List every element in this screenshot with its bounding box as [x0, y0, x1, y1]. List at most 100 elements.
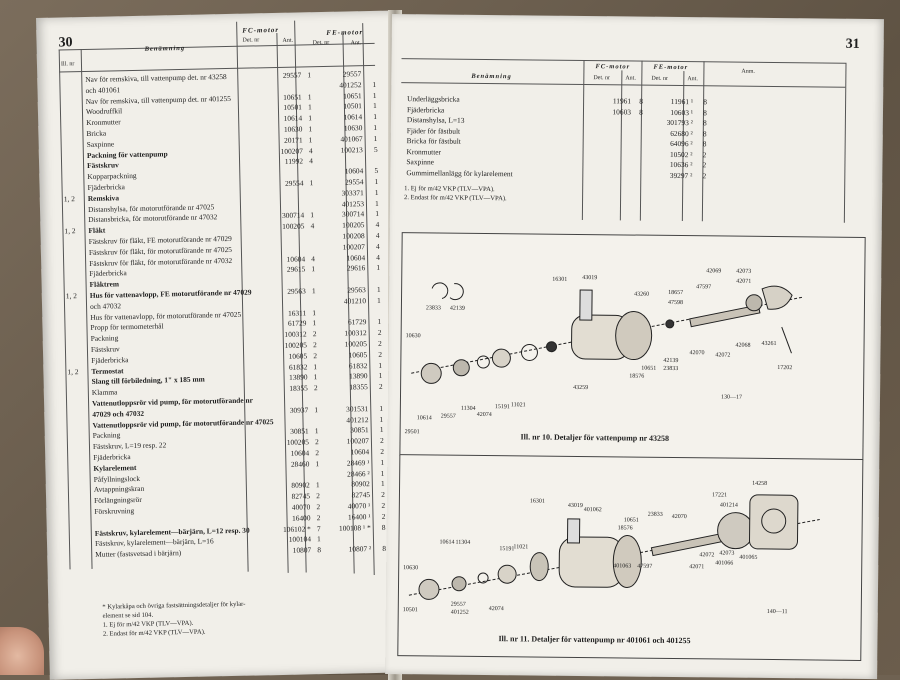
fe-ant-cell: 1 — [371, 263, 385, 272]
fe-ant-cell: 1 — [368, 123, 382, 132]
fc-ant-cell: 1 — [304, 92, 316, 101]
part-number-label: 15191 — [499, 546, 514, 552]
left-page: 30 FC-motor FE-motor Benämning Ill. nr D… — [36, 10, 416, 680]
fc-ant-cell: 7 — [313, 524, 325, 533]
fc-ant-header: Ant. — [625, 75, 636, 81]
right-page: 31 Benämning FC-motor FE-motor Det. nr A… — [385, 14, 884, 679]
fc-det-nr-cell: 100104 — [277, 535, 311, 545]
part-number-label: 47597 — [637, 564, 652, 570]
part-name-cell: Gummimellanlägg för kylarelement — [406, 168, 594, 179]
part-number-label: 42068 — [736, 343, 751, 349]
left-parts-table: Nav för remskiva, till vattenpump det. n… — [57, 68, 407, 565]
fc-ant-cell: 1 — [305, 135, 317, 144]
fc-ant-cell: 1 — [308, 308, 320, 317]
fc-ant-cell: 1 — [312, 480, 324, 489]
fe-det-nr-cell: 11961 ¹ — [653, 97, 693, 106]
fc-det-nr-cell: 10614 — [268, 114, 302, 124]
fc-ant-cell: 1 — [304, 113, 316, 122]
fe-det-nr-header: Det. nr — [651, 76, 668, 82]
fc-det-nr-cell: 16400 — [276, 513, 310, 523]
fc-det-nr-cell — [272, 297, 306, 298]
part-number-label: 15191 — [495, 404, 510, 410]
fc-det-nr-cell — [267, 81, 301, 82]
fe-det-nr-cell: 18355 — [326, 382, 368, 392]
ill-nr-cell: 1, 2 — [67, 367, 89, 376]
part-number-label: 42071 — [689, 564, 704, 570]
part-number-label: 43259 — [573, 385, 588, 391]
part-number-label: 42139 — [663, 358, 678, 364]
fc-det-nr-cell: 10807 — [277, 546, 311, 556]
fe-det-nr-cell: 10614 — [320, 112, 362, 122]
ill-nr-cell: 1, 2 — [64, 226, 86, 235]
part-number-label: 43260 — [634, 292, 649, 298]
fc-ant-cell: 1 — [308, 286, 320, 295]
fe-det-nr-cell: 100213 — [321, 145, 363, 155]
fe-ant-cell: 1 — [373, 371, 387, 380]
fc-ant-cell: 1 — [313, 534, 325, 543]
ill-nr-cell: 1, 2 — [64, 194, 86, 203]
fc-det-nr-cell: 100205 — [270, 222, 304, 232]
part-number-label: 43019 — [582, 275, 597, 281]
fc-ant-cell: 4 — [305, 146, 317, 155]
benamning-header: Benämning — [471, 73, 512, 80]
fe-ant-header: Ant. — [687, 76, 698, 82]
fe-ant-cell: 1 — [370, 198, 384, 207]
fe-ant-cell: 5 — [369, 166, 383, 175]
part-number-label: 43261 — [762, 341, 777, 347]
fc-det-nr-cell: 20171 — [269, 135, 303, 145]
fc-det-nr-cell — [274, 394, 308, 395]
part-name-cell: Kronmutter — [407, 147, 595, 158]
part-number-label: 42073 — [736, 269, 751, 275]
fc-det-nr-cell: 100205 — [275, 438, 309, 448]
header-bottom-line — [401, 82, 845, 88]
part-number-label: 17202 — [777, 365, 792, 371]
fe-det-nr-cell: 29616 — [323, 264, 365, 274]
fe-det-nr-cell: 10502 ² — [653, 149, 693, 158]
fe-det-nr-cell: 301531 — [326, 404, 368, 414]
footnote: 2. Endast för m/42 VKP (TLV—VPA). — [404, 193, 507, 203]
fe-det-nr-cell: 401253 — [322, 199, 364, 209]
part-number-label: 29557 — [451, 602, 466, 608]
fe-ant-cell: 5 — [369, 144, 383, 153]
part-number-label: 29501 — [405, 429, 420, 435]
fe-det-nr-cell — [329, 533, 371, 534]
part-number-label: 42072 — [715, 352, 730, 358]
fc-det-nr-cell — [276, 470, 310, 471]
part-name-cell: Fjäder för fästbult — [407, 126, 595, 137]
part-number-label: 42074 — [477, 412, 492, 418]
ill-nr-header: Ill. nr — [61, 61, 74, 67]
fc-det-nr-cell: 30851 — [275, 427, 309, 437]
fe-det-nr-cell — [326, 393, 368, 394]
part-number-label: 23833 — [663, 366, 678, 372]
fc-det-nr-cell: 11992 — [269, 157, 303, 167]
part-number-label: 42073 — [719, 550, 734, 556]
fc-det-nr-cell — [270, 189, 304, 190]
part-number-label: 10630 — [403, 565, 418, 571]
figure-code: 140—11 — [767, 609, 788, 615]
fe-ant-cell: 1 — [368, 101, 382, 110]
fc-det-nr-cell: 10651 — [268, 92, 302, 102]
right-footnotes: 1. Ej för m/42 VKP (TLV—VPA). 2. Endast … — [404, 184, 507, 203]
fc-det-nr-cell: 100312 — [273, 330, 307, 340]
fc-det-nr-cell — [271, 243, 305, 244]
fc-ant-cell: 1 — [306, 211, 318, 220]
fe-det-nr-cell: 29563 — [324, 285, 366, 295]
fe-ant-cell: 1 — [367, 80, 381, 89]
fe-ant-cell: 1 — [369, 177, 383, 186]
fc-ant-header: Ant. — [282, 38, 293, 44]
fc-det-nr-cell: 10604 — [271, 254, 305, 264]
fe-det-nr-cell: 64096 ² — [653, 139, 693, 148]
fc-det-nr-cell: 300714 — [270, 211, 304, 221]
part-number-label: 18576 — [618, 525, 633, 531]
part-number-label: 42071 — [736, 279, 751, 285]
fe-ant-cell: 4 — [371, 231, 385, 240]
part-number-label: 10614 — [417, 415, 432, 421]
fe-ant-cell: 8 — [697, 97, 713, 106]
fc-ant-cell: 2 — [309, 351, 321, 360]
part-number-label: 42070 — [689, 350, 704, 356]
part-number-label: 401214 — [720, 502, 738, 508]
fe-det-nr-cell: 13890 — [325, 372, 367, 382]
part-number-label: 10651 — [624, 517, 639, 523]
benamning-header: Benämning — [145, 45, 186, 53]
fc-ant-cell: 1 — [311, 459, 323, 468]
